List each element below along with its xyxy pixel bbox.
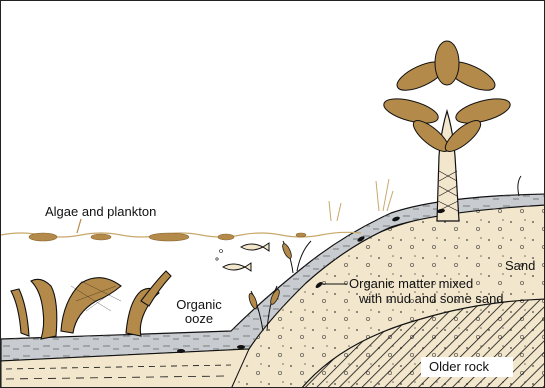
seafloor-plants: [11, 271, 171, 339]
label-algae-plankton: Algae and plankton: [45, 205, 156, 219]
label-organic-ooze-1: Organic: [169, 298, 229, 312]
label-organic-matter-2: with mud and some sand: [359, 292, 504, 306]
grass-tufts: [329, 179, 393, 221]
label-older-rock: Older rock: [429, 360, 489, 374]
fish-group: [223, 243, 269, 271]
label-sand: Sand: [505, 259, 535, 273]
palm-tree: [381, 41, 512, 221]
label-organic-ooze-2: ooze: [169, 312, 229, 326]
label-organic-matter-1: Organic matter mixed: [349, 277, 473, 291]
